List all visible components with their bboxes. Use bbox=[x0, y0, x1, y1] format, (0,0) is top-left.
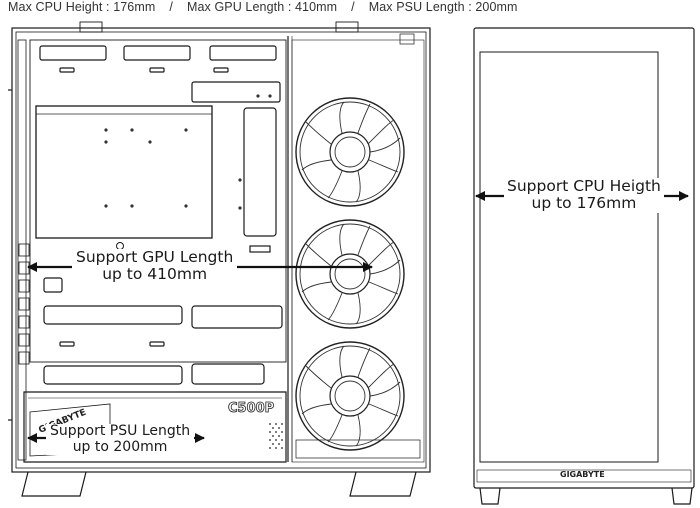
separator: / bbox=[169, 0, 173, 14]
gpu-spec: Max GPU Length : 410mm bbox=[186, 0, 338, 14]
psu-spec: Max PSU Length : 200mm bbox=[368, 0, 518, 14]
psu-callout-line2: up to 200mm bbox=[72, 438, 168, 455]
spec-header: Max CPU Height : 176mm / Max GPU Length : … bbox=[8, 0, 518, 14]
case-front-view bbox=[473, 27, 695, 505]
cpu-callout-line1: Support CPU Heigth bbox=[507, 177, 661, 195]
gpu-callout-line1: Support GPU Length bbox=[76, 248, 234, 266]
psu-callout: Support PSU Length up to 200mm bbox=[46, 423, 195, 456]
separator: / bbox=[351, 0, 355, 14]
gpu-callout-line2: up to 410mm bbox=[102, 265, 208, 284]
model-logo: C500P bbox=[228, 401, 274, 416]
cpu-callout: Support CPU Heigth up to 176mm bbox=[504, 177, 664, 213]
cpu-spec: Max CPU Height : 176mm bbox=[8, 0, 156, 14]
gpu-callout: Support GPU Length up to 410mm bbox=[72, 248, 238, 284]
psu-callout-line1: Support PSU Length bbox=[50, 423, 191, 439]
front-logo: GIGABYTE bbox=[560, 470, 605, 479]
cpu-callout-line2: up to 176mm bbox=[531, 194, 637, 213]
